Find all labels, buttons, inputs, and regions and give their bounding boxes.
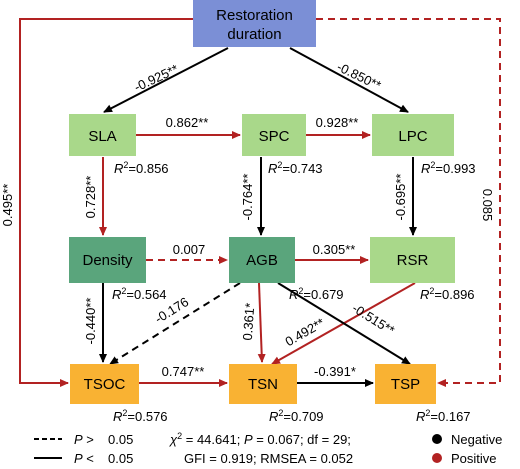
coef-tsoc-tsn: 0.747** [162, 364, 205, 379]
edge-rd-tsp [316, 18, 501, 387]
coef-rd-tsp: 0.085 [480, 189, 495, 222]
node-lpc: LPC [372, 114, 454, 156]
node-restoration-duration: Restoration duration [193, 0, 316, 47]
node-tsp: TSP [375, 364, 436, 404]
node-tsn: TSN [229, 364, 297, 404]
r2-lpc: R2=0.993 [421, 160, 476, 176]
edge-agb-tsn [257, 282, 266, 363]
node-tsoc: TSOC [70, 364, 139, 404]
svg-text:Density: Density [82, 252, 133, 269]
svg-text:TSN: TSN [248, 376, 278, 393]
legend-solid-value: 0.05 [108, 451, 133, 466]
coef-tsn-tsp: -0.391* [314, 364, 356, 379]
model-fit-line1: χ2 = 44.641; P = 0.067; df = 29; [169, 431, 351, 447]
svg-text:SLA: SLA [88, 128, 116, 145]
node-restoration-label-1: Restoration [216, 7, 293, 24]
coef-sla-density: 0.728** [83, 176, 98, 219]
coef-density-tsoc: -0.440** [83, 298, 98, 345]
legend-dashed-label: P > [74, 432, 94, 447]
node-sla: SLA [69, 114, 136, 156]
svg-text:AGB: AGB [246, 252, 278, 269]
r2-rsr: R2=0.896 [420, 286, 475, 302]
legend-positive-dot [432, 453, 442, 463]
edge-rd-sla [103, 47, 229, 113]
svg-text:LPC: LPC [398, 128, 427, 145]
legend-solid-label: P < [74, 451, 94, 466]
node-rsr: RSR [370, 237, 455, 283]
legend-negative-label: Negative [451, 432, 502, 447]
coef-agb-rsr: 0.305** [313, 242, 356, 257]
coef-rsr-tsn: 0.492** [283, 315, 327, 349]
coef-density-agb: 0.007 [173, 242, 206, 257]
r2-spc: R2=0.743 [268, 160, 323, 176]
coef-rd-sla: -0.925** [132, 61, 181, 94]
coef-spc-lpc: 0.928** [316, 115, 359, 130]
node-agb: AGB [229, 237, 295, 283]
coef-sla-spc: 0.862** [166, 115, 209, 130]
coef-rd-lpc: -0.850** [335, 59, 384, 93]
node-density: Density [69, 237, 146, 283]
svg-text:TSOC: TSOC [84, 376, 126, 393]
node-spc: SPC [242, 114, 306, 156]
svg-text:SPC: SPC [259, 128, 290, 145]
r2-density: R2=0.564 [112, 286, 167, 302]
coef-lpc-rsr: -0.695** [393, 174, 408, 221]
legend-negative-dot [432, 434, 442, 444]
node-restoration-label-2: duration [227, 26, 281, 43]
coef-spc-agb: -0.764** [240, 174, 255, 221]
coef-rd-tsoc: 0.495** [0, 184, 15, 227]
legend: P > 0.05 P < 0.05 χ2 = 44.641; P = 0.067… [34, 431, 502, 466]
legend-dashed-value: 0.05 [108, 432, 133, 447]
edge-rd-tsoc [19, 18, 193, 387]
edge-agb-tsoc [109, 282, 241, 365]
svg-text:RSR: RSR [397, 252, 429, 269]
r2-tsoc: R2=0.576 [113, 408, 168, 424]
model-fit-line2: GFI = 0.919; RMSEA = 0.052 [184, 451, 353, 466]
r2-sla: R2=0.856 [114, 160, 169, 176]
edge-agb-tsp [277, 282, 411, 365]
r2-tsn: R2=0.709 [269, 408, 324, 424]
edge-rd-lpc [289, 47, 409, 113]
svg-text:TSP: TSP [391, 376, 420, 393]
r2-agb: R2=0.679 [289, 286, 344, 302]
coef-agb-tsn: 0.361* [240, 302, 258, 341]
legend-positive-label: Positive [451, 451, 497, 466]
r2-tsp: R2=0.167 [416, 408, 471, 424]
